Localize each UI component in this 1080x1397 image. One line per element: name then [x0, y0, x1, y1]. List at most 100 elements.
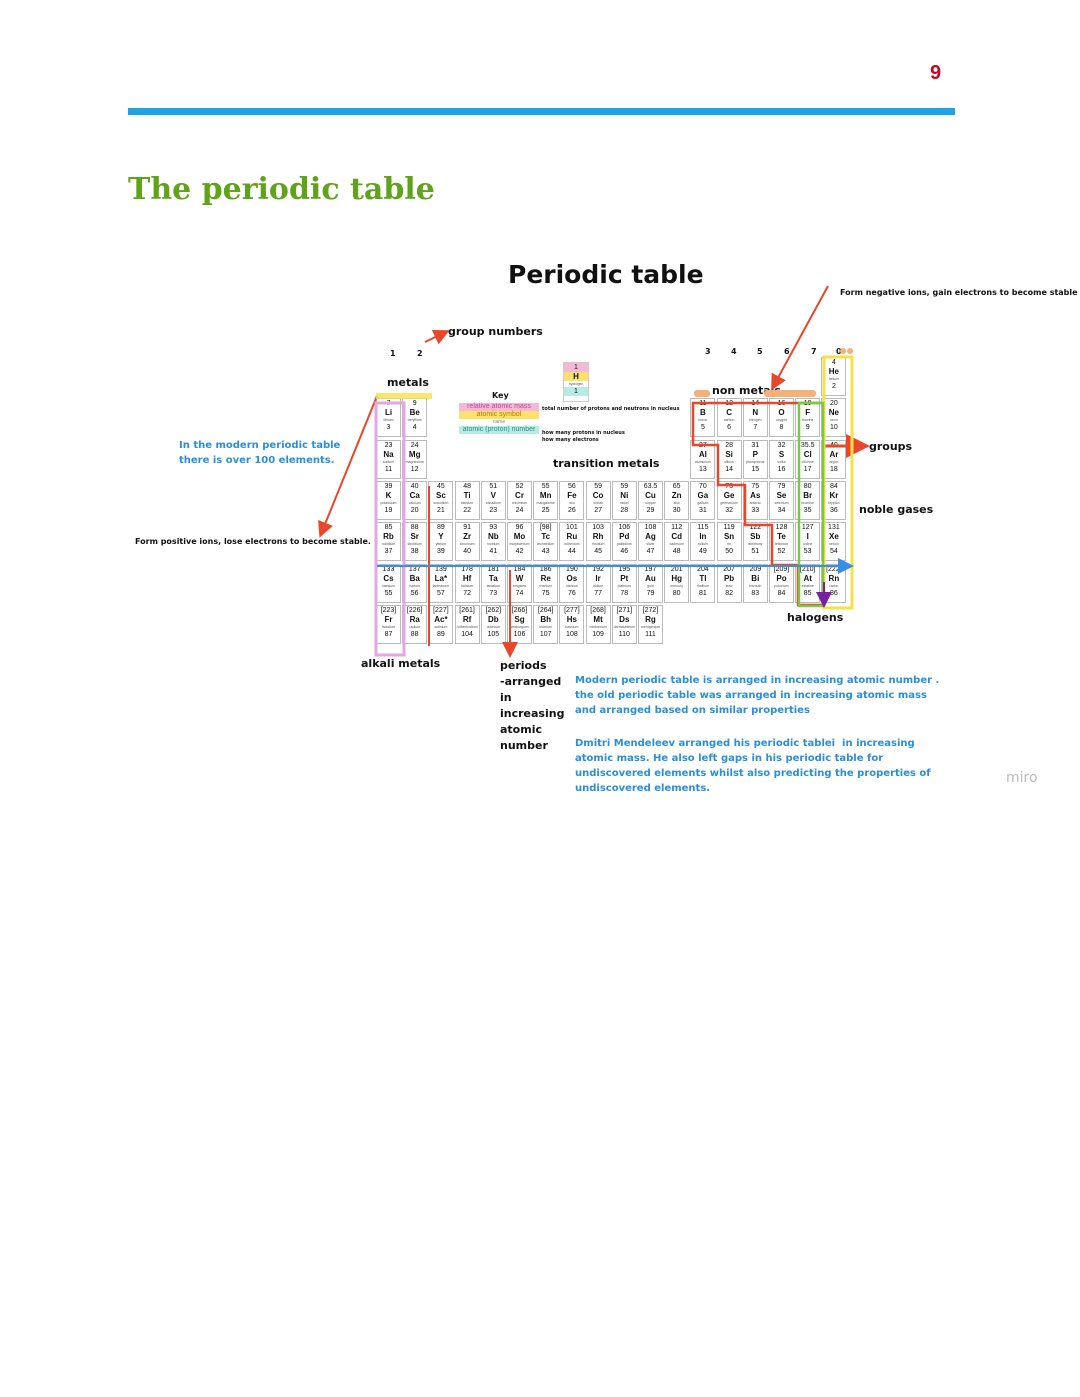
element-symbol: Ti — [463, 490, 471, 500]
group-number-1: 1 — [390, 349, 396, 358]
key-note-electrons: how many electrons — [542, 437, 599, 443]
key-title: Key — [492, 391, 509, 400]
element-mass: 122 — [749, 524, 762, 532]
element-mass: 56 — [567, 482, 576, 490]
element-mass: 127 — [801, 524, 814, 532]
element-mass: 51 — [489, 482, 498, 490]
element-number: 30 — [672, 506, 681, 514]
element-symbol: O — [778, 408, 785, 418]
element-number: 39 — [436, 548, 445, 556]
element-number: 82 — [725, 589, 733, 597]
element-number: 37 — [384, 548, 393, 556]
element-symbol: Ds — [619, 614, 630, 624]
halogens-label: halogens — [787, 611, 844, 624]
element-number: 53 — [803, 548, 812, 556]
element-mass: [226] — [406, 606, 423, 614]
element-symbol: F — [805, 408, 811, 418]
element-number: 17 — [803, 465, 812, 473]
element-hydrogen: 1 H hydrogen 1 — [563, 362, 589, 402]
element-name: lanthanum — [432, 583, 450, 588]
element-number: 57 — [436, 589, 445, 597]
element-symbol: W — [515, 573, 524, 583]
element-symbol: Os — [566, 573, 578, 583]
element-mass: 112 — [671, 524, 683, 532]
element-symbol: Se — [776, 490, 787, 500]
group-number-0: 0 — [836, 347, 842, 356]
element-mass: 40 — [410, 482, 419, 490]
element-name: manganese — [536, 500, 555, 505]
modern-count-note: In the modern periodic table there is ov… — [179, 440, 341, 466]
element-number: 43 — [541, 548, 550, 556]
element-mass: [222] — [826, 565, 842, 573]
element-name: hafnium — [460, 583, 474, 588]
negative-ions-label: Form negative ions, gain electrons to be… — [840, 288, 1078, 297]
element-mass: 190 — [566, 565, 578, 573]
element-number: 83 — [751, 589, 760, 597]
non-metals-highlight-left — [694, 390, 710, 397]
element-name: chromium — [511, 500, 528, 505]
element-mass: 85 — [384, 524, 393, 532]
element-name: rhenium — [539, 583, 553, 588]
element-number: 84 — [777, 589, 786, 597]
element-symbol: Tl — [699, 573, 707, 583]
element-number: 81 — [698, 589, 707, 597]
element-symbol: Ge — [723, 490, 735, 500]
element-name: meitnerium — [589, 624, 607, 629]
element-number: 73 — [489, 589, 498, 597]
element-mass: 12 — [725, 400, 733, 408]
element-number: 33 — [751, 506, 760, 514]
element-number: 26 — [567, 506, 576, 514]
element-symbol: Mo — [513, 532, 526, 542]
element-symbol: Hg — [671, 573, 683, 583]
element-symbol: N — [752, 408, 759, 418]
element-mass: 55 — [541, 482, 550, 490]
element-name: yttrium — [435, 542, 447, 547]
section-title: The periodic table — [128, 172, 435, 207]
element-mass: [271] — [616, 606, 633, 614]
element-number: 41 — [489, 548, 498, 556]
element-number: 40 — [463, 548, 471, 556]
element-symbol: Te — [777, 532, 786, 542]
element-name: iridium — [592, 583, 604, 588]
element-symbol: Fr — [384, 614, 393, 624]
element-mass: [268] — [590, 606, 606, 614]
element-mass: 48 — [463, 482, 471, 490]
element-number: 6 — [727, 424, 732, 432]
element-mass: 27 — [698, 441, 707, 449]
element-symbol: Rb — [383, 532, 394, 542]
element-number: 42 — [515, 548, 524, 556]
element-number: 14 — [725, 465, 733, 473]
element-mass: 184 — [513, 565, 526, 573]
element-name: osmium — [565, 583, 579, 588]
element-number: 22 — [463, 506, 471, 514]
element-mass: 207 — [723, 565, 735, 573]
element-mass: [277] — [564, 606, 580, 614]
element-name: gold — [647, 583, 654, 588]
element-symbol: Sg — [514, 614, 525, 624]
group-zero-dot-2 — [847, 348, 853, 354]
